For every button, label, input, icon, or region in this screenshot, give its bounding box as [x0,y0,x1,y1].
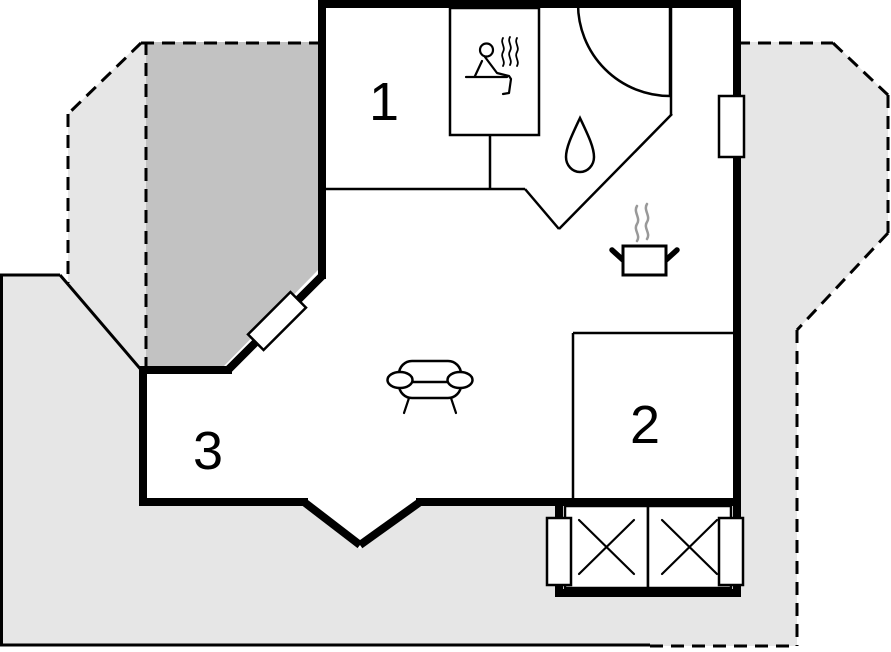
wall-porch-v-left [301,498,363,549]
covered-terrace-area [146,42,322,372]
terrace-edge-diagonal [58,274,145,373]
water-drop-icon [564,115,596,174]
room-labels: 1 2 3 [193,72,660,481]
sauna-steam-lines [501,36,519,67]
covered-terrace-fill [146,42,322,372]
sofa-armrest-right [446,370,474,390]
sofa-armrest-left [386,370,414,390]
boundary-dashed-diag-right [831,41,890,97]
pot-steam [634,202,650,243]
house-floor [139,0,741,597]
sofa-leg-right [449,396,458,415]
wall-porch-v-right [357,498,423,549]
shower-icon [576,2,672,98]
window-icon-right-wall [717,94,746,159]
pot-handle-right [663,247,680,263]
pot-handle-left [609,247,626,263]
room-2-label: 2 [630,395,660,455]
sauna-person-head [478,42,495,58]
crossed-box-left-x [577,518,636,576]
sauna-icon [448,6,541,137]
crossed-box-right-x [660,518,719,576]
window-icon-annex-right [717,516,745,587]
sofa-leg-left [402,396,411,415]
pot-body [621,244,668,277]
sauna-person-body [473,55,513,96]
wall-bath-diagonal [558,113,673,230]
wall-hall-notch-left [524,188,560,230]
boundary-dashed-diag-left [66,41,143,116]
door-window-icon-entry [246,290,308,352]
openings [246,94,746,587]
sofa-icon [386,359,474,415]
room-1-label: 1 [369,72,399,132]
boundary-dashed-diag-right-lower [795,231,890,332]
bed-annex [563,504,733,590]
plot-boundary [0,41,890,648]
room-3-label: 3 [193,421,223,481]
cooking-pot-icon [609,202,680,277]
window-icon-annex-left [545,516,573,587]
